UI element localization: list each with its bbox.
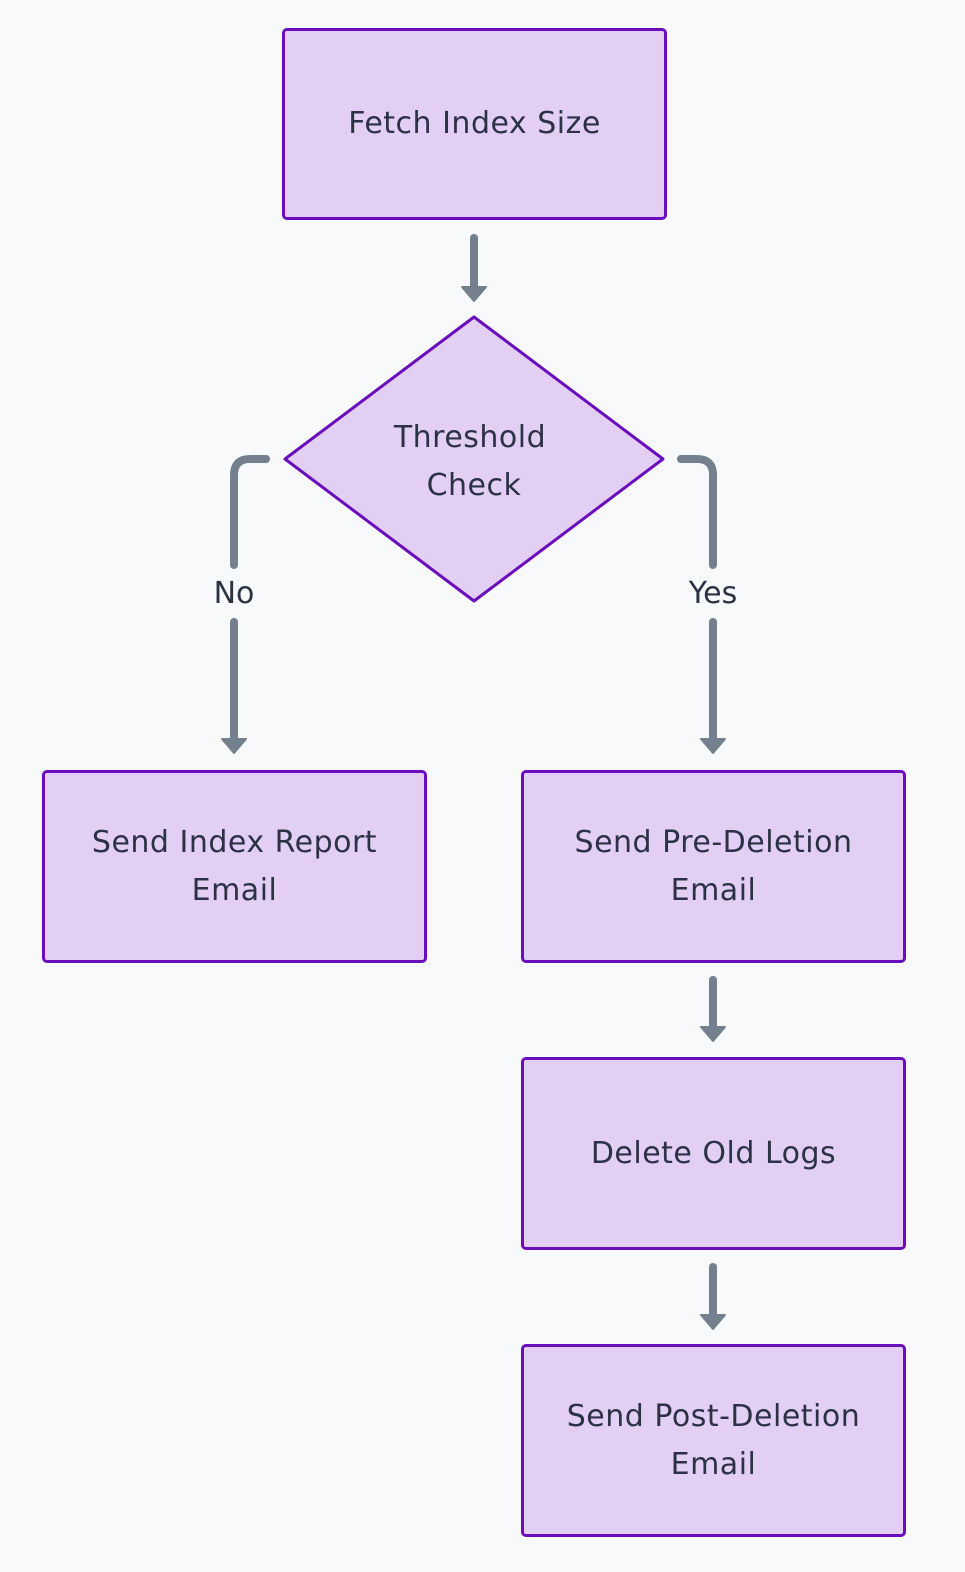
arrow-head-pre-deletion-to-delete-logs — [700, 1026, 726, 1042]
edge-label-no: No — [194, 574, 274, 614]
node-send-post-deletion-email-label: Send Post-Deletion Email — [566, 1398, 861, 1482]
node-fetch-index-size: Fetch Index Size — [282, 28, 667, 220]
arrow-head-decision-to-report — [221, 738, 247, 754]
node-send-index-report-email-label: Send Index Report Email — [91, 824, 378, 908]
node-fetch-index-size-label: Fetch Index Size — [348, 106, 601, 141]
node-send-index-report-email: Send Index Report Email — [42, 770, 427, 963]
node-delete-old-logs: Delete Old Logs — [521, 1057, 906, 1250]
node-delete-old-logs-label: Delete Old Logs — [590, 1135, 837, 1171]
edge-decision-to-report — [230, 455, 270, 744]
decision-label-line2: Check — [427, 468, 522, 503]
arrow-head-decision-to-pre-deletion — [700, 738, 726, 754]
node-send-post-deletion-email: Send Post-Deletion Email — [521, 1344, 906, 1537]
edge-label-yes: Yes — [673, 574, 753, 614]
node-send-pre-deletion-email-label: Send Pre-Deletion Email — [574, 824, 853, 908]
edge-decision-to-pre-deletion — [677, 455, 717, 744]
node-send-pre-deletion-email: Send Pre-Deletion Email — [521, 770, 906, 963]
decision-threshold-check — [283, 315, 665, 603]
decision-label-line1: Threshold — [393, 420, 546, 455]
arrow-head-fetch-to-decision — [461, 286, 487, 302]
arrow-head-delete-logs-to-post-deletion — [700, 1314, 726, 1330]
